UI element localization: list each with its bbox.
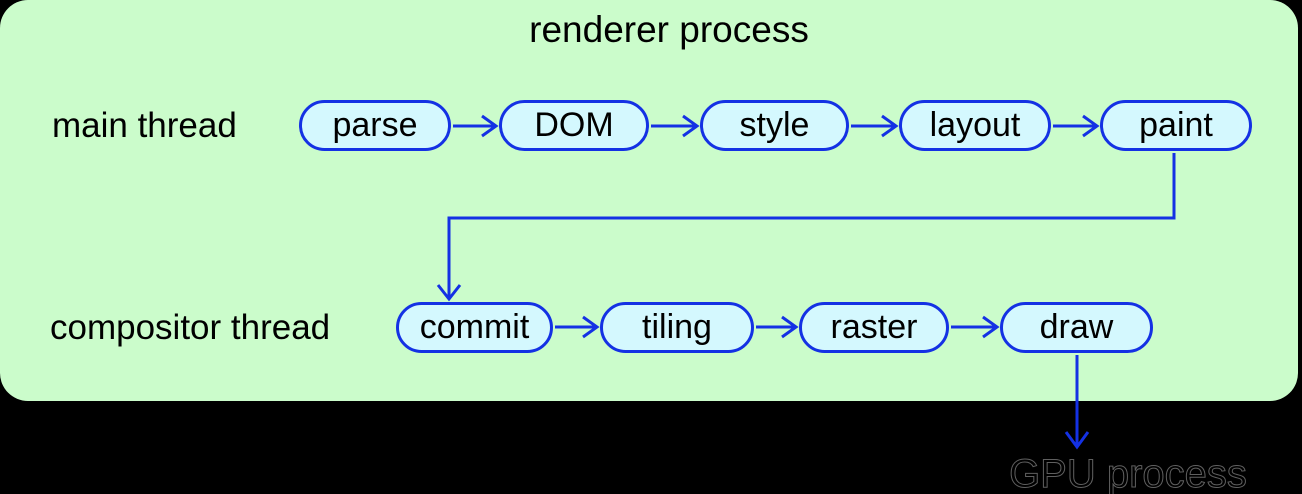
node-paint: paint [1100, 100, 1252, 151]
node-draw: draw [1000, 302, 1153, 353]
gpu-process-label: GPU process [1009, 452, 1247, 494]
node-style: style [700, 100, 849, 151]
node-dom: DOM [499, 100, 649, 151]
node-tiling: tiling [600, 302, 754, 353]
diagram-title: renderer process [529, 9, 809, 50]
node-raster: raster [799, 302, 949, 353]
node-commit: commit [396, 302, 553, 353]
compositor-thread-label: compositor thread [50, 308, 331, 347]
node-layout: layout [899, 100, 1051, 151]
node-parse: parse [299, 100, 451, 151]
main-thread-label: main thread [52, 106, 237, 145]
